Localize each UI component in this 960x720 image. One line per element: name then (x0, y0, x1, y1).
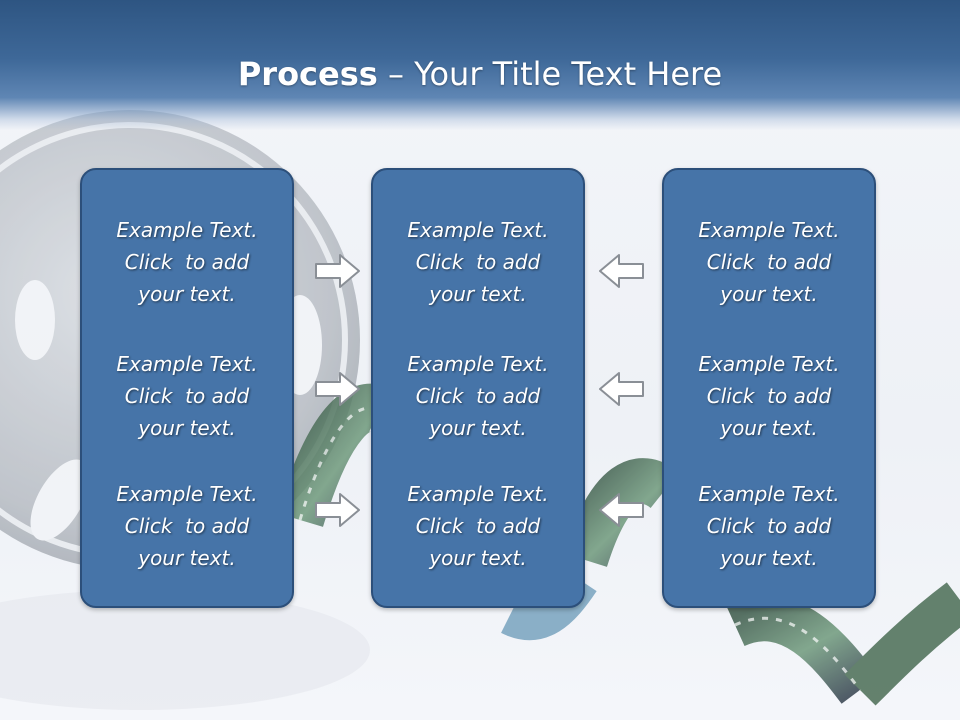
text-line: Click to add (415, 250, 541, 274)
panel-text-block[interactable]: Example Text. Click to add your text. (373, 348, 583, 444)
title-bold: Process (237, 55, 378, 93)
text-line: Example Text. (407, 352, 549, 376)
slide-title[interactable]: Process – Your Title Text Here (0, 52, 960, 96)
text-line: your text. (720, 546, 818, 570)
text-line: your text. (429, 282, 527, 306)
text-line: your text. (720, 282, 818, 306)
text-line: Example Text. (116, 482, 258, 506)
text-line: your text. (429, 416, 527, 440)
panel-text-block[interactable]: Example Text. Click to add your text. (82, 478, 292, 574)
panel-text-block[interactable]: Example Text. Click to add your text. (373, 214, 583, 310)
text-line: Example Text. (407, 218, 549, 242)
title-bar (0, 0, 960, 130)
process-panel-left[interactable]: Example Text. Click to add your text. Exam… (80, 168, 294, 608)
text-line: Click to add (415, 514, 541, 538)
text-line: Click to add (706, 250, 832, 274)
text-line: Example Text. (698, 482, 840, 506)
text-line: Example Text. (698, 352, 840, 376)
panel-text-block[interactable]: Example Text. Click to add your text. (82, 348, 292, 444)
panel-text-block[interactable]: Example Text. Click to add your text. (664, 478, 874, 574)
text-line: your text. (138, 546, 236, 570)
text-line: your text. (138, 416, 236, 440)
text-line: Click to add (706, 514, 832, 538)
left-arrow-icon[interactable] (597, 491, 645, 529)
text-line: Example Text. (116, 352, 258, 376)
title-rest: – Your Title Text Here (377, 55, 723, 93)
text-line: your text. (138, 282, 236, 306)
panel-text-block[interactable]: Example Text. Click to add your text. (373, 478, 583, 574)
left-arrow-icon[interactable] (597, 252, 645, 290)
text-line: your text. (720, 416, 818, 440)
text-line: your text. (429, 546, 527, 570)
process-panel-right[interactable]: Example Text. Click to add your text. Exam… (662, 168, 876, 608)
left-arrow-icon[interactable] (597, 370, 645, 408)
right-arrow-icon[interactable] (314, 370, 362, 408)
panel-text-block[interactable]: Example Text. Click to add your text. (664, 348, 874, 444)
text-line: Click to add (124, 250, 250, 274)
text-line: Example Text. (698, 218, 840, 242)
text-line: Click to add (706, 384, 832, 408)
text-line: Example Text. (407, 482, 549, 506)
text-line: Example Text. (116, 218, 258, 242)
text-line: Click to add (124, 384, 250, 408)
process-panel-center[interactable]: Example Text. Click to add your text. Exam… (371, 168, 585, 608)
text-line: Click to add (415, 384, 541, 408)
right-arrow-icon[interactable] (314, 252, 362, 290)
text-line: Click to add (124, 514, 250, 538)
panel-text-block[interactable]: Example Text. Click to add your text. (664, 214, 874, 310)
panel-text-block[interactable]: Example Text. Click to add your text. (82, 214, 292, 310)
right-arrow-icon[interactable] (314, 491, 362, 529)
